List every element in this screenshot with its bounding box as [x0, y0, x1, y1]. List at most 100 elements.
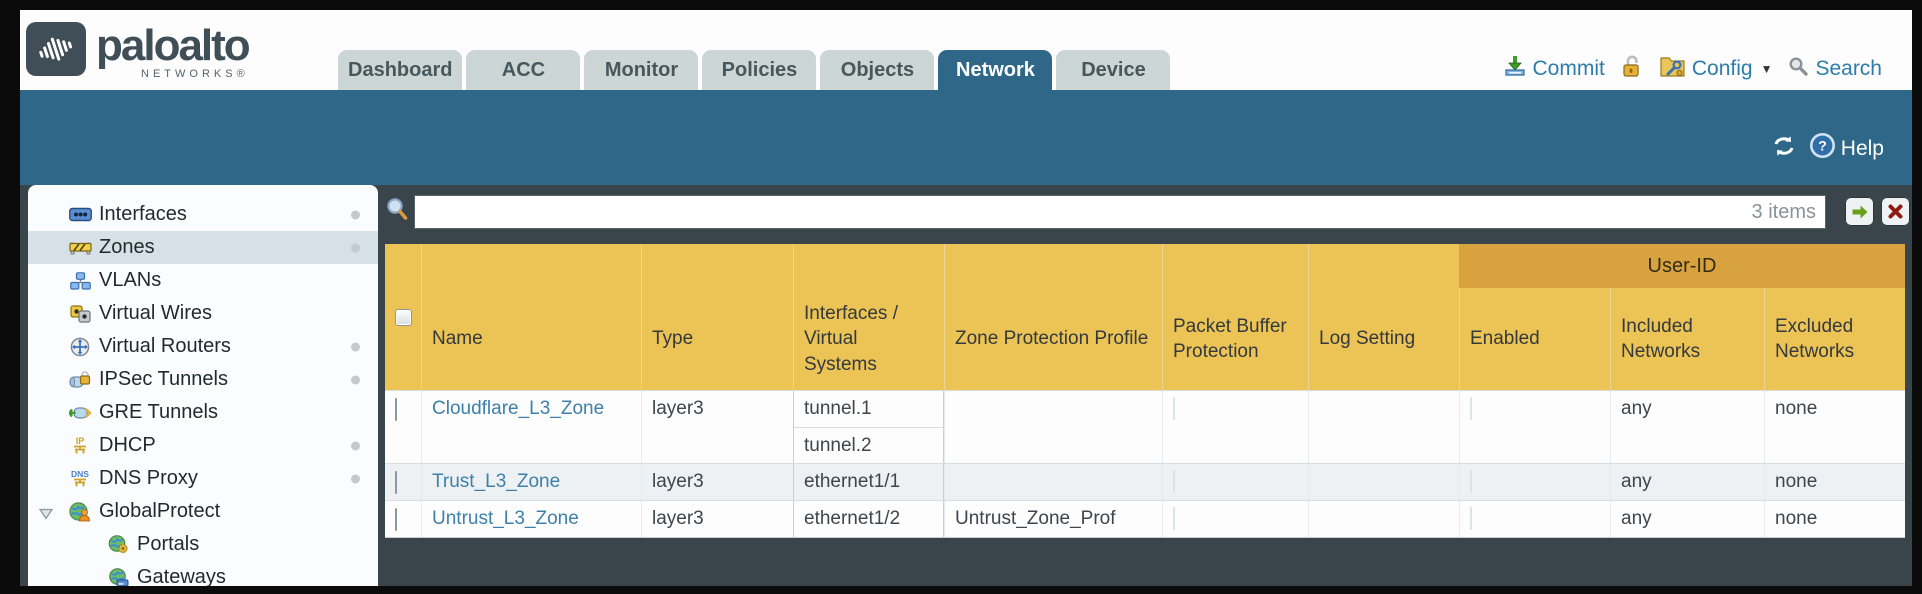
sidebar-item-label: Virtual Wires	[99, 302, 212, 324]
zones-table: User-ID Name Type Interfaces / Virtual S…	[385, 244, 1905, 538]
select-all-checkbox[interactable]	[394, 308, 412, 326]
cell-zone-protection-profile: Untrust_Zone_Prof	[944, 501, 1162, 537]
status-dot	[351, 375, 360, 384]
sidebar-item-zones[interactable]: Zones	[28, 231, 378, 264]
tab-dashboard[interactable]: Dashboard	[338, 50, 463, 90]
cell-interfaces: ethernet1/1	[793, 464, 944, 500]
network-sidebar: Interfaces Zones	[28, 185, 378, 586]
cell-type: layer3	[641, 391, 793, 463]
cell-type: layer3	[641, 501, 793, 537]
cell-packet-buffer-protection	[1162, 391, 1308, 463]
search-icon	[1788, 56, 1809, 83]
filter-bar: 3 items	[414, 195, 1826, 229]
col-header-packet-buffer-protection[interactable]: Packet Buffer Protection	[1162, 288, 1308, 390]
cell-user-id-enabled	[1459, 464, 1610, 500]
sidebar-item-gateways[interactable]: Gateways	[28, 561, 378, 586]
brand-name: paloalto	[96, 21, 251, 70]
cell-included-networks: any	[1610, 464, 1764, 500]
sidebar-item-label: DHCP	[99, 434, 156, 456]
col-header-enabled[interactable]: Enabled	[1459, 288, 1610, 390]
row-checkbox[interactable]	[395, 508, 397, 531]
sidebar-item-virtual-routers[interactable]: Virtual Routers	[28, 330, 378, 363]
col-header-included-networks[interactable]: Included Networks	[1610, 288, 1764, 390]
zone-name-link[interactable]: Untrust_L3_Zone	[432, 508, 579, 529]
sidebar-item-ipsec-tunnels[interactable]: IPSec Tunnels	[28, 363, 378, 396]
svg-text:?: ?	[1818, 138, 1827, 154]
brand-subtitle: NETWORKS®	[141, 68, 249, 80]
table-row-trust-l3-zone: Trust_L3_Zone layer3 ethernet1/1 any non…	[385, 463, 1905, 500]
row-checkbox[interactable]	[395, 398, 397, 421]
help-button[interactable]: ? Help	[1809, 132, 1884, 165]
virtual-wires-icon	[68, 304, 92, 323]
global-search-button[interactable]: Search	[1788, 56, 1882, 83]
config-dropdown[interactable]: Config ▼	[1659, 54, 1772, 84]
filter-search-icon	[386, 197, 409, 226]
cell-name: Untrust_L3_Zone	[421, 501, 641, 537]
cell-zone-protection-profile	[944, 464, 1162, 500]
apply-filter-button[interactable]	[1845, 197, 1874, 226]
tab-objects[interactable]: Objects	[820, 50, 935, 90]
interfaces-icon	[68, 207, 92, 222]
cell-type: layer3	[641, 464, 793, 500]
dns-proxy-icon: DNS	[68, 469, 92, 489]
config-icon	[1659, 54, 1686, 84]
portals-icon	[106, 535, 130, 554]
sidebar-item-label: IPSec Tunnels	[99, 368, 228, 390]
gre-tunnels-icon	[68, 405, 92, 421]
commit-icon	[1503, 54, 1527, 84]
refresh-icon[interactable]	[1771, 134, 1797, 164]
col-header-type[interactable]: Type	[641, 288, 793, 390]
row-checkbox[interactable]	[395, 471, 397, 494]
sidebar-item-vlans[interactable]: VLANs	[28, 264, 378, 297]
tab-network[interactable]: Network	[938, 50, 1053, 90]
sidebar-item-gre-tunnels[interactable]: GRE Tunnels	[28, 396, 378, 429]
zones-icon	[68, 239, 92, 256]
cell-log-setting	[1308, 464, 1459, 500]
cell-packet-buffer-protection	[1162, 501, 1308, 537]
col-header-zone-protection-profile[interactable]: Zone Protection Profile	[944, 288, 1162, 390]
status-dot	[351, 210, 360, 219]
col-header-name[interactable]: Name	[421, 288, 641, 390]
cell-excluded-networks: none	[1764, 391, 1905, 463]
svg-text:DNS: DNS	[71, 469, 89, 479]
expand-caret-icon[interactable]	[38, 504, 54, 527]
cell-log-setting	[1308, 501, 1459, 537]
sidebar-item-label: Zones	[99, 236, 155, 258]
col-header-log-setting[interactable]: Log Setting	[1308, 288, 1459, 390]
cell-interfaces: ethernet1/2	[793, 501, 944, 537]
lock-button[interactable]	[1621, 54, 1643, 84]
packet-buffer-checkbox	[1173, 397, 1175, 420]
dhcp-icon: IP	[68, 436, 92, 456]
commit-label: Commit	[1532, 57, 1605, 80]
status-dot	[351, 474, 360, 483]
cell-user-id-enabled	[1459, 501, 1610, 537]
sidebar-item-label: Gateways	[137, 566, 226, 586]
filter-input[interactable]	[415, 196, 1825, 228]
cell-excluded-networks: none	[1764, 464, 1905, 500]
tab-policies[interactable]: Policies	[702, 50, 817, 90]
search-label: Search	[1815, 57, 1882, 80]
col-header-interfaces[interactable]: Interfaces / Virtual Systems	[793, 288, 944, 390]
sidebar-item-dhcp[interactable]: IP DHCP	[28, 429, 378, 462]
sidebar-item-virtual-wires[interactable]: Virtual Wires	[28, 297, 378, 330]
sidebar-item-interfaces[interactable]: Interfaces	[28, 198, 378, 231]
interface-entry: tunnel.1	[804, 398, 872, 419]
tab-acc[interactable]: ACC	[466, 50, 581, 90]
table-row-untrust-l3-zone: Untrust_L3_Zone layer3 ethernet1/2 Untru…	[385, 500, 1905, 538]
tab-device[interactable]: Device	[1056, 50, 1171, 90]
sidebar-item-globalprotect[interactable]: GlobalProtect	[28, 495, 378, 528]
tab-monitor[interactable]: Monitor	[584, 50, 699, 90]
sidebar-item-dns-proxy[interactable]: DNS DNS Proxy	[28, 462, 378, 495]
globalprotect-icon	[68, 501, 92, 522]
sidebar-item-portals[interactable]: Portals	[28, 528, 378, 561]
col-header-excluded-networks[interactable]: Excluded Networks	[1764, 288, 1905, 390]
cell-log-setting	[1308, 391, 1459, 463]
zone-name-link[interactable]: Cloudflare_L3_Zone	[432, 398, 605, 419]
clear-filter-button[interactable]	[1881, 197, 1910, 226]
sidebar-item-label: Portals	[137, 533, 200, 555]
status-dot	[351, 441, 360, 450]
commit-button[interactable]: Commit	[1503, 54, 1605, 84]
zone-name-link[interactable]: Trust_L3_Zone	[432, 471, 561, 492]
interface-entry: tunnel.2	[794, 427, 943, 463]
